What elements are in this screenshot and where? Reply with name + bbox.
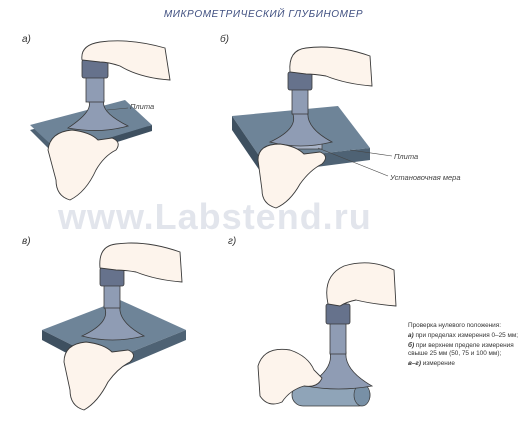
panel-g-scene — [257, 262, 397, 407]
hand-v-bottom — [63, 341, 134, 411]
base-g — [304, 351, 374, 390]
legend-key: б) — [408, 342, 415, 349]
hand-v-top — [99, 242, 183, 283]
base-a — [66, 99, 130, 131]
hand-a-bottom — [47, 129, 119, 201]
thimble-b — [287, 71, 313, 91]
watermark: www.Labstend.ru — [58, 196, 372, 237]
legend-item: а) при пределах измерения 0–25 мм; — [408, 332, 526, 340]
panel-label-v: в) — [22, 236, 31, 247]
hand-g-top — [326, 262, 397, 307]
hand-b-bottom — [257, 143, 326, 209]
hand-g-bottom — [257, 348, 323, 405]
panel-label-b: б) — [220, 34, 229, 45]
legend-text: измерение — [422, 360, 455, 367]
legend-item: б) при верхнем пределе измерения свыше 2… — [408, 342, 526, 358]
hand-b-top — [289, 46, 373, 87]
legend-key: в–г) — [408, 360, 421, 367]
legend: Проверка нулевого положения: а) при пред… — [408, 322, 526, 370]
panel-label-g: г) — [228, 236, 237, 247]
legend-text: при верхнем пределе измерения свыше 25 м… — [408, 342, 514, 357]
callout-plate-b: Плита — [394, 152, 419, 161]
panel-label-a: а) — [22, 34, 31, 45]
thimble-v — [99, 267, 125, 287]
callout-gauge-block: Установочная мера — [390, 173, 461, 182]
legend-item: в–г) измерение — [408, 360, 526, 368]
callout-plate-a: Плита — [130, 102, 155, 111]
panel-a-scene — [30, 40, 171, 201]
diagram-title: МИКРОМЕТРИЧЕСКИЙ ГЛУБИНОМЕР — [163, 9, 364, 20]
base-v — [80, 305, 146, 341]
thimble-a — [81, 59, 109, 79]
thimble-g — [325, 303, 351, 325]
base-b — [268, 111, 334, 147]
legend-key: а) — [408, 332, 414, 339]
legend-heading: Проверка нулевого положения: — [408, 322, 501, 329]
legend-text: при пределах измерения 0–25 мм; — [415, 332, 519, 339]
hand-a-top — [81, 40, 171, 81]
panel-b-scene — [232, 46, 393, 209]
plate-b-left — [232, 116, 262, 174]
panel-v-scene — [42, 242, 186, 411]
